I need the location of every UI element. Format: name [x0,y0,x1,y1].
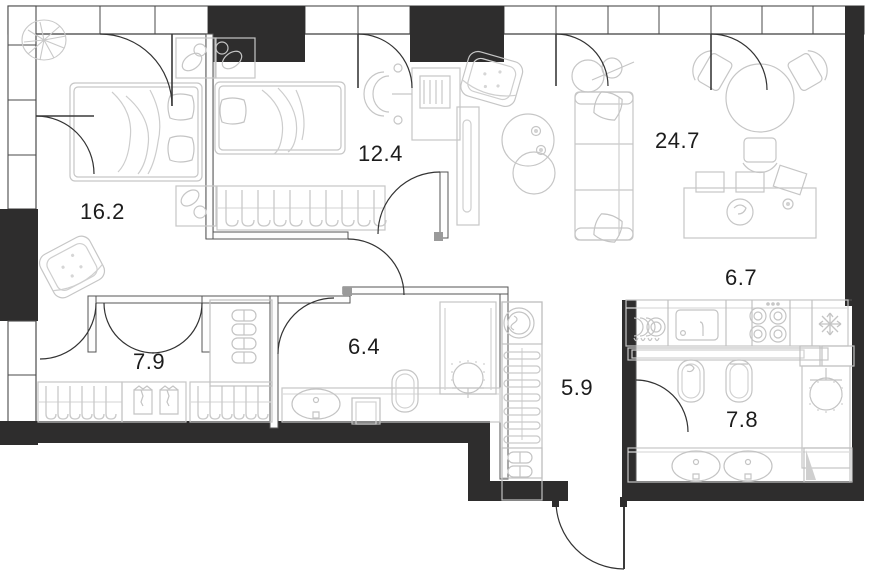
doors [35,33,768,570]
living-room-24-7-furniture [460,50,828,246]
bedroom-16-2-furniture [38,37,217,299]
room-label-bedroom-16-2: 16.2 [80,199,125,224]
room-label-bathroom-7-8: 7.8 [726,407,759,432]
wardrobe-7-9-fixtures [37,299,273,423]
room-label-wardrobe-7-9: 7.9 [133,349,166,374]
bathroom-7-8-fixtures [627,345,855,483]
kitchen-6-7-fixtures [625,299,849,347]
room-label-living-room-24-7: 24.7 [655,128,700,153]
bedroom-12-4-furniture [214,37,480,231]
room-label-bathroom-6-4: 6.4 [348,334,381,359]
room-label-bedroom-12-4: 12.4 [358,141,403,166]
room-label-kitchen-6-7: 6.7 [725,265,758,290]
door-jambs [343,232,627,507]
utility-column [501,301,543,501]
bathroom-6-4-fixtures [281,301,501,425]
room-label-hallway-5-9: 5.9 [561,375,594,400]
plant-icon [21,19,67,61]
